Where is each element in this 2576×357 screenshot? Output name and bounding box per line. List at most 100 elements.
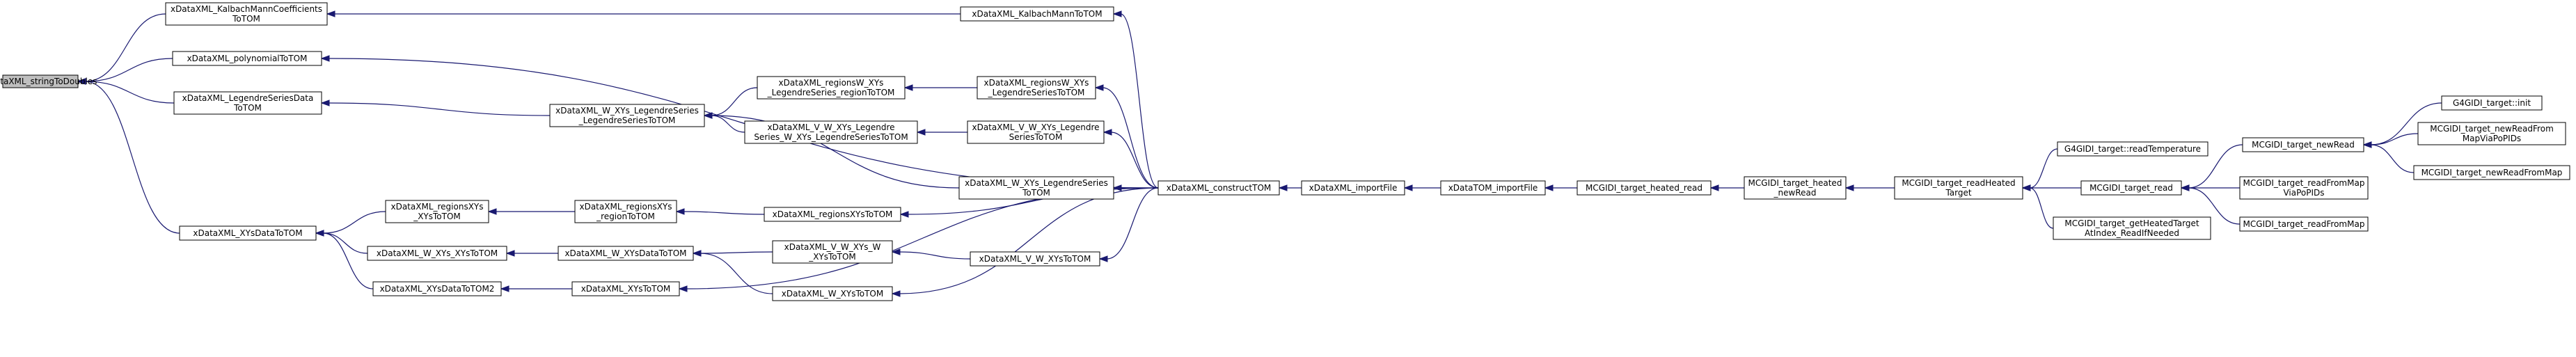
edge-XYsToTOM-to-XYsDataToTOM2 <box>500 285 572 292</box>
edge-KalbachMann-to-KalbachCoef <box>326 10 961 17</box>
graph-node-constructTOM[interactable]: xDataXML_constructTOM <box>1157 180 1280 196</box>
edge-W_XYsToTOM-to-W_XYsData <box>692 250 773 294</box>
edge-getHeated-to-readHeated <box>2021 184 2054 229</box>
graph-node-W_XYsData[interactable]: xDataXML_W_XYsDataToTOM <box>558 246 694 261</box>
graph-node-polynomial[interactable]: xDataXML_polynomialToTOM <box>172 51 322 66</box>
graph-node-W_XYs_LS_short[interactable]: xDataXML_W_XYs_LegendreSeriesToTOM <box>958 176 1114 200</box>
graph-node-XYsDataToTOM2[interactable]: xDataXML_XYsDataToTOM2 <box>372 281 502 296</box>
edge-W_XYsData-to-W_XYs_XYs <box>505 250 558 257</box>
edge-line <box>1102 87 1159 189</box>
edge-regionsW_XYs_LS-to-regionsW_XYs_LS_region <box>903 84 977 91</box>
arrowhead <box>1278 184 1288 191</box>
edge-heated_read-to-TOMImportFile <box>1544 184 1577 191</box>
arrowhead <box>678 285 688 292</box>
node-label: MCGIDI_target_newReadFrom <box>2430 124 2554 134</box>
graph-node-XYsToTOM[interactable]: xDataXML_XYsToTOM <box>571 281 680 296</box>
edge-W_XYs_LS-to-LegendreSeriesData <box>320 100 551 116</box>
graph-node-W_XYsToTOM[interactable]: xDataXML_W_XYsToTOM <box>772 286 893 301</box>
graph-node-V_W_XYs_LS_W[interactable]: xDataXML_V_W_XYs_LegendreSeries_W_XYs_Le… <box>744 120 918 144</box>
arrowhead <box>1844 184 1854 191</box>
graph-node-newReadFromMap[interactable]: MCGIDI_target_newReadFromMap <box>2413 165 2570 180</box>
node-label: Target <box>1945 188 1971 198</box>
node-box <box>165 2 328 26</box>
node-box <box>764 207 901 222</box>
node-label: MCGIDI_target_readFromMap <box>2243 178 2365 188</box>
node-layer: xDataXML_stringToDoubles xDataXML_Kalbach… <box>0 2 2570 301</box>
graph-node-importFile[interactable]: xDataXML_importFile <box>1301 180 1405 196</box>
graph-node-TOMImportFile[interactable]: xDataTOM_importFile <box>1440 180 1546 196</box>
node-label: xDataXML_W_XYs_LegendreSeries <box>965 178 1108 188</box>
edge-TOMImportFile-to-importFile <box>1403 184 1441 191</box>
edge-line <box>899 187 1159 294</box>
node-box <box>1301 180 1405 196</box>
node-label: xDataXML_LegendreSeriesData <box>182 93 314 103</box>
node-box <box>2239 176 2369 200</box>
arrowhead <box>703 112 713 119</box>
graph-node-XYsDataToTOM[interactable]: xDataXML_XYsDataToTOM <box>179 225 317 241</box>
graph-node-V_W_XYs_LS[interactable]: xDataXML_V_W_XYs_LegendreSeriesToTOM <box>967 120 1105 144</box>
graph-node-regionsW_XYs_LS_region[interactable]: xDataXML_regionsW_XYs_LegendreSeries_reg… <box>757 76 906 100</box>
edge-constructTOM-to-regionsW_XYs_LS <box>1094 84 1159 189</box>
edge-line <box>1120 13 1159 189</box>
edge-regionsXYsToTOM-to-regionsXYs_region <box>675 208 765 215</box>
edge-V_W_XYsToTOM-to-V_W_XYs_W <box>891 248 971 260</box>
node-label: G4GIDI_target::readTemperature <box>2064 144 2201 154</box>
arrowhead <box>500 285 509 292</box>
node-box <box>757 76 906 100</box>
node-label: xDataXML_KalbachMannCoefficients <box>171 4 322 14</box>
edge-regionsXYs_XYs-to-XYsDataToTOM <box>315 211 386 237</box>
graph-node-W_XYs_LS[interactable]: xDataXML_W_XYs_LegendreSeries_LegendreSe… <box>549 104 705 127</box>
graph-node-V_W_XYs_W[interactable]: xDataXML_V_W_XYs_W_XYsToTOM <box>772 240 893 264</box>
graph-node-V_W_XYsToTOM[interactable]: xDataXML_V_W_XYsToTOM <box>970 251 1100 267</box>
node-label: _XYsToTOM <box>413 212 461 221</box>
edge-regionsXYs_region-to-regionsXYs_XYs <box>487 208 576 215</box>
arrowhead <box>692 250 702 257</box>
graph-node-G4_init[interactable]: G4GIDI_target::init <box>2441 95 2543 111</box>
graph-node-getHeated[interactable]: MCGIDI_target_getHeatedTargetAtIndex_Rea… <box>2053 216 2211 240</box>
edge-line <box>2188 144 2243 189</box>
node-box <box>179 225 317 241</box>
node-label: xDataXML_KalbachMannToTOM <box>972 9 1102 19</box>
node-box <box>549 104 705 127</box>
arrowhead <box>2021 184 2031 191</box>
edge-newReadFromMapPoPIDs-to-newRead <box>2362 133 2419 148</box>
edge-line <box>700 253 773 294</box>
graph-node-G4_readTemp[interactable]: G4GIDI_target::readTemperature <box>2057 141 2208 157</box>
graph-node-readFromMap[interactable]: MCGIDI_target_readFromMap <box>2239 216 2369 232</box>
node-box <box>1440 180 1546 196</box>
node-box <box>2413 165 2570 180</box>
node-label: xDataXML_XYsToTOM <box>581 284 671 294</box>
edge-line <box>711 87 758 116</box>
graph-node-regionsXYsToTOM[interactable]: xDataXML_regionsXYsToTOM <box>764 207 901 222</box>
edge-line <box>322 211 386 234</box>
arrowhead <box>320 100 330 106</box>
graph-node-stringToDoubles[interactable]: xDataXML_stringToDoubles <box>0 74 97 88</box>
node-label: xDataXML_importFile <box>1309 183 1398 193</box>
graph-node-regionsXYs_XYs[interactable]: xDataXML_regionsXYs_XYsToTOM <box>385 200 489 223</box>
node-box <box>2 74 79 88</box>
graph-node-regionsW_XYs_LS[interactable]: xDataXML_regionsW_XYs_LegendreSeriesToTO… <box>977 76 1096 100</box>
node-box <box>2417 122 2566 145</box>
arrowhead <box>315 230 324 237</box>
arrowhead <box>916 129 926 136</box>
edge-line <box>84 13 166 82</box>
graph-node-heated_read[interactable]: MCGIDI_target_heated_read <box>1577 180 1712 196</box>
node-label: xDataXML_regionsW_XYs <box>779 78 884 88</box>
graph-node-W_XYs_XYs[interactable]: xDataXML_W_XYs_XYsToTOM <box>367 246 507 261</box>
node-label: xDataXML_polynomialToTOM <box>187 54 308 63</box>
graph-node-heated_newRead[interactable]: MCGIDI_target_heated_newRead <box>1744 176 1847 200</box>
node-label: xDataXML_W_XYs_LegendreSeries <box>555 106 699 116</box>
node-box <box>367 246 507 261</box>
graph-node-KalbachMann[interactable]: xDataXML_KalbachMannToTOM <box>960 6 1114 22</box>
node-label: xDataXML_V_W_XYs_W <box>784 242 881 252</box>
graph-node-regionsXYs_region[interactable]: xDataXML_regionsXYs_regionToTOM <box>574 200 677 223</box>
graph-node-target_read[interactable]: MCGIDI_target_read <box>2080 180 2182 196</box>
graph-node-newRead[interactable]: MCGIDI_target_newRead <box>2242 137 2364 152</box>
edge-XYsDataToTOM-to-stringToDoubles <box>77 78 180 234</box>
